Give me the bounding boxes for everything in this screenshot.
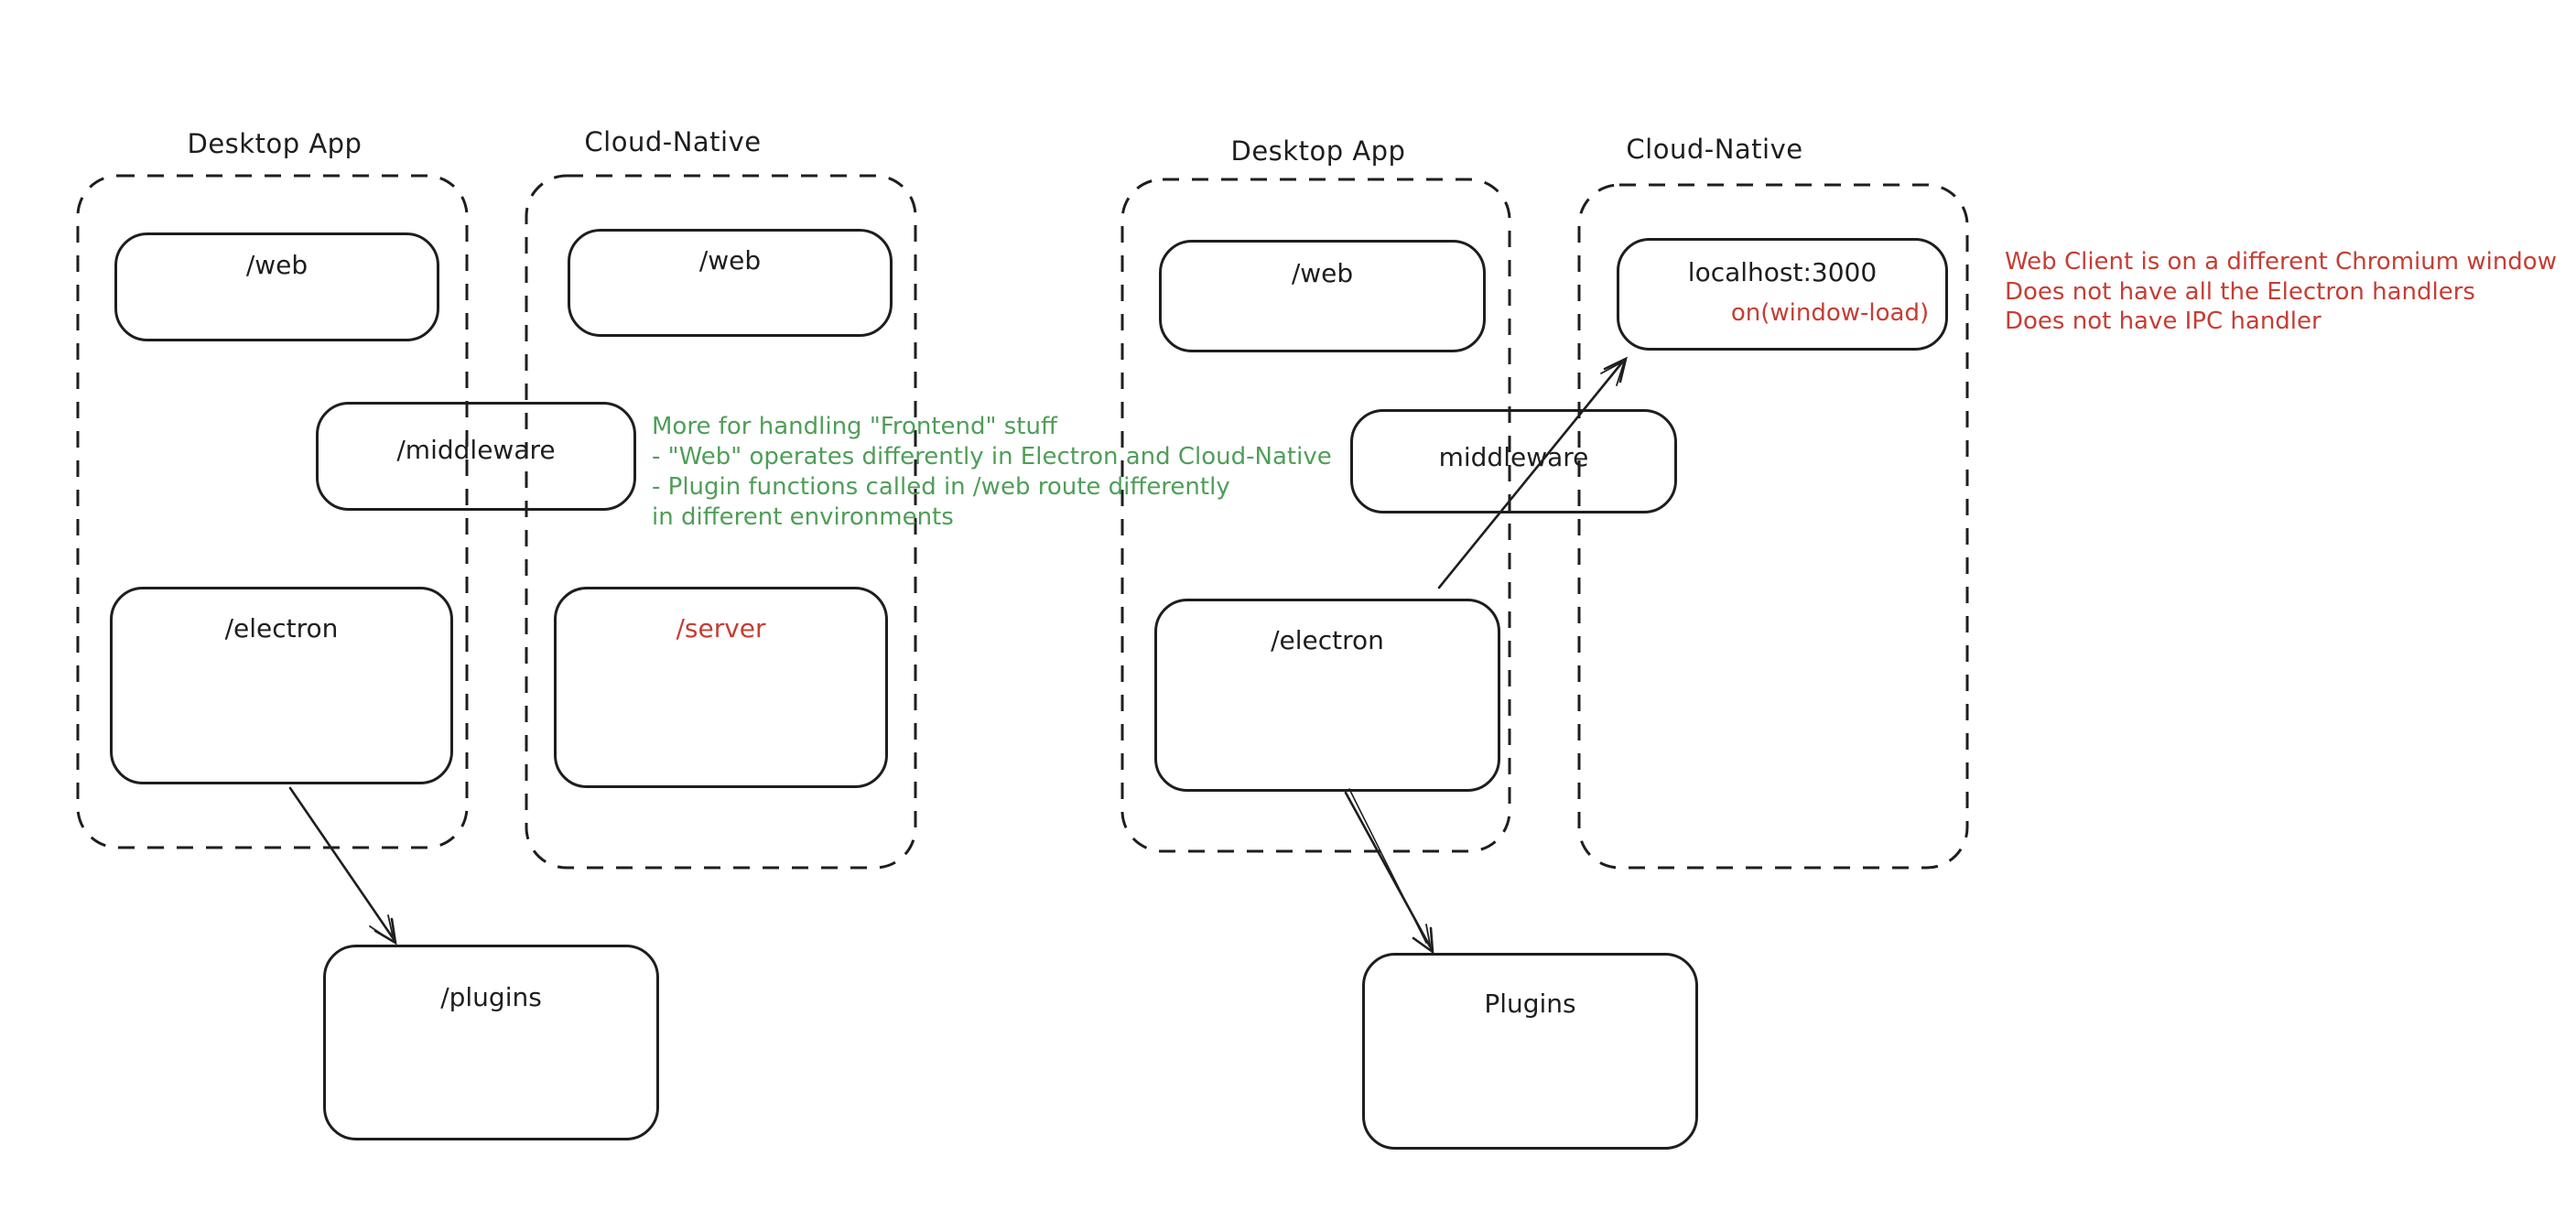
- left-middleware-label: /middleware: [396, 435, 556, 465]
- red-note-line: Does not have all the Electron handlers: [2005, 277, 2475, 306]
- right-localhost-sublabel: on(window-load): [1730, 299, 1930, 327]
- right-localhost-label: localhost:3000: [1687, 257, 1878, 287]
- arrow-left-electron-to-plugins: [288, 786, 397, 946]
- right-electron-label: /electron: [1271, 625, 1384, 655]
- right-electron-box: /electron: [1154, 599, 1500, 792]
- left-middleware-box: /middleware: [316, 402, 636, 511]
- left-electron-label: /electron: [224, 613, 339, 643]
- left-server-box: /server: [554, 587, 888, 788]
- green-note-line: - "Web" operates differently in Electron…: [652, 443, 1332, 470]
- right-cloud-native-title: Cloud-Native: [1626, 134, 1803, 165]
- left-electron-box: /electron: [110, 587, 453, 784]
- right-desktop-app-title: Desktop App: [1230, 135, 1406, 167]
- green-note: More for handling "Frontend" stuff - "We…: [652, 412, 1332, 533]
- right-plugins-box: Plugins: [1362, 953, 1698, 1150]
- green-note-line: in different environments: [652, 503, 954, 531]
- right-web-desktop-label: /web: [1291, 258, 1354, 288]
- left-web-desktop-box: /web: [114, 232, 439, 341]
- green-note-line: - Plugin functions called in /web route …: [652, 473, 1230, 501]
- red-note-line: Web Client is on a different Chromium wi…: [2005, 248, 2557, 276]
- left-plugins-box: /plugins: [323, 945, 659, 1140]
- red-note: Web Client is on a different Chromium wi…: [2005, 247, 2557, 337]
- red-note-line: Does not have IPC handler: [2005, 308, 2322, 335]
- left-web-desktop-label: /web: [245, 250, 308, 280]
- right-middleware-label: middleware: [1438, 442, 1589, 472]
- left-web-cloud-box: /web: [568, 229, 893, 337]
- left-server-label: /server: [676, 613, 766, 643]
- left-web-cloud-label: /web: [698, 245, 762, 276]
- green-note-line: More for handling "Frontend" stuff: [652, 413, 1057, 440]
- left-cloud-native-title: Cloud-Native: [584, 126, 762, 157]
- arrow-right-electron-to-plugins: [1344, 788, 1434, 955]
- right-middleware-box: middleware: [1350, 409, 1677, 513]
- left-plugins-label: /plugins: [440, 982, 542, 1012]
- right-web-desktop-box: /web: [1159, 240, 1486, 352]
- right-plugins-label: Plugins: [1484, 989, 1576, 1019]
- right-localhost-box: localhost:3000 on(window-load): [1617, 238, 1948, 351]
- left-desktop-app-title: Desktop App: [187, 128, 363, 159]
